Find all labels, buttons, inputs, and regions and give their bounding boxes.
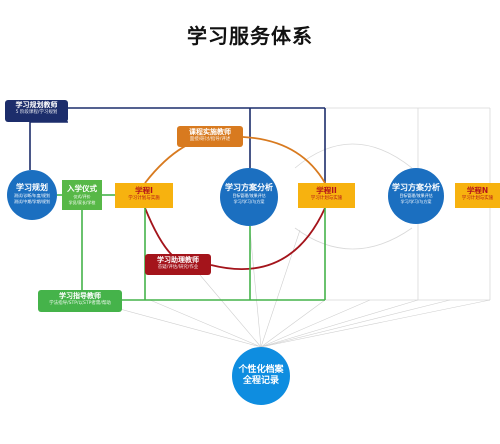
course1-node: 学程I 学习计划与实施 — [115, 183, 173, 208]
planning-teacher-tag: 学习规划教师 5 阶段课程/学习规划 — [5, 100, 68, 122]
analysis1-sub2: 学习/学习/与方案 — [233, 199, 265, 204]
navy-frame — [29, 107, 326, 183]
analysis1-sub1: 目标管理/效果评估 — [232, 193, 266, 198]
archive-line2: 全程记录 — [242, 376, 279, 387]
analysis1-node: 学习方案分析 目标管理/效果评估 学习/学习/与方案 — [220, 168, 278, 226]
entrance-sub1: 仪式/评价 — [73, 193, 91, 199]
courseN-node: 学程N 学习计划与实施 — [455, 183, 500, 208]
assistant-teacher-label: 学习助理教师 — [157, 256, 199, 264]
entrance-sub2: 学员/家长/学校 — [68, 199, 96, 205]
analysis1-label: 学习方案分析 — [225, 183, 273, 192]
course-teacher-sub: 面授/研讨/指导/评述 — [189, 137, 231, 142]
green-frame — [57, 194, 326, 301]
planning-node: 学习规划 测试/诊断/年度/规划 测试/中期/学期/规划 — [7, 170, 57, 220]
guidance-teacher-sub: 学法指导/STP/以STP者需/帮助 — [49, 301, 111, 306]
guidance-teacher-tag: 学习指导教师 学法指导/STP/以STP者需/帮助 — [38, 290, 122, 312]
planning-sub2: 测试/中期/学期/规划 — [13, 199, 51, 204]
course2-sub: 学习计划与实施 — [310, 195, 343, 201]
planning-label: 学习规划 — [16, 183, 48, 192]
course2-node: 学程II 学习计划与实施 — [298, 183, 355, 208]
planning-teacher-sub: 5 阶段课程/学习规划 — [15, 110, 58, 115]
courseN-label: 学程N — [466, 186, 489, 195]
course2-label: 学程II — [316, 186, 337, 195]
guidance-teacher-label: 学习指导教师 — [59, 292, 101, 300]
course-teacher-tag: 课程实施教师 面授/研讨/指导/评述 — [177, 126, 243, 147]
analysis2-sub1: 目标管理/效果评估 — [399, 193, 433, 198]
course1-sub: 学习计划与实施 — [128, 195, 160, 201]
archive-node: 个性化档案 全程记录 — [232, 347, 290, 405]
courseN-sub: 学习计划与实施 — [461, 195, 494, 201]
assistant-teacher-sub: 答疑/评估/研究/作业 — [157, 265, 199, 270]
analysis2-sub2: 学习/学习/与方案 — [400, 199, 432, 204]
planning-sub1: 测试/诊断/年度/规划 — [13, 193, 51, 198]
analysis2-label: 学习方案分析 — [392, 183, 440, 192]
entrance-label: 入学仪式 — [67, 184, 97, 193]
planning-teacher-label: 学习规划教师 — [15, 101, 58, 109]
course-teacher-label: 课程实施教师 — [189, 128, 231, 136]
assistant-teacher-tag: 学习助理教师 答疑/评估/研究/作业 — [145, 254, 211, 275]
page-title: 学习服务体系 — [187, 24, 313, 48]
entrance-node: 入学仪式 仪式/评价 学员/家长/学校 — [62, 180, 102, 210]
archive-line1: 个性化档案 — [238, 365, 284, 375]
archive-rays — [104, 229, 491, 348]
course1-label: 学程I — [135, 186, 153, 195]
analysis2-node: 学习方案分析 目标管理/效果评估 学习/学习/与方案 — [388, 168, 444, 224]
